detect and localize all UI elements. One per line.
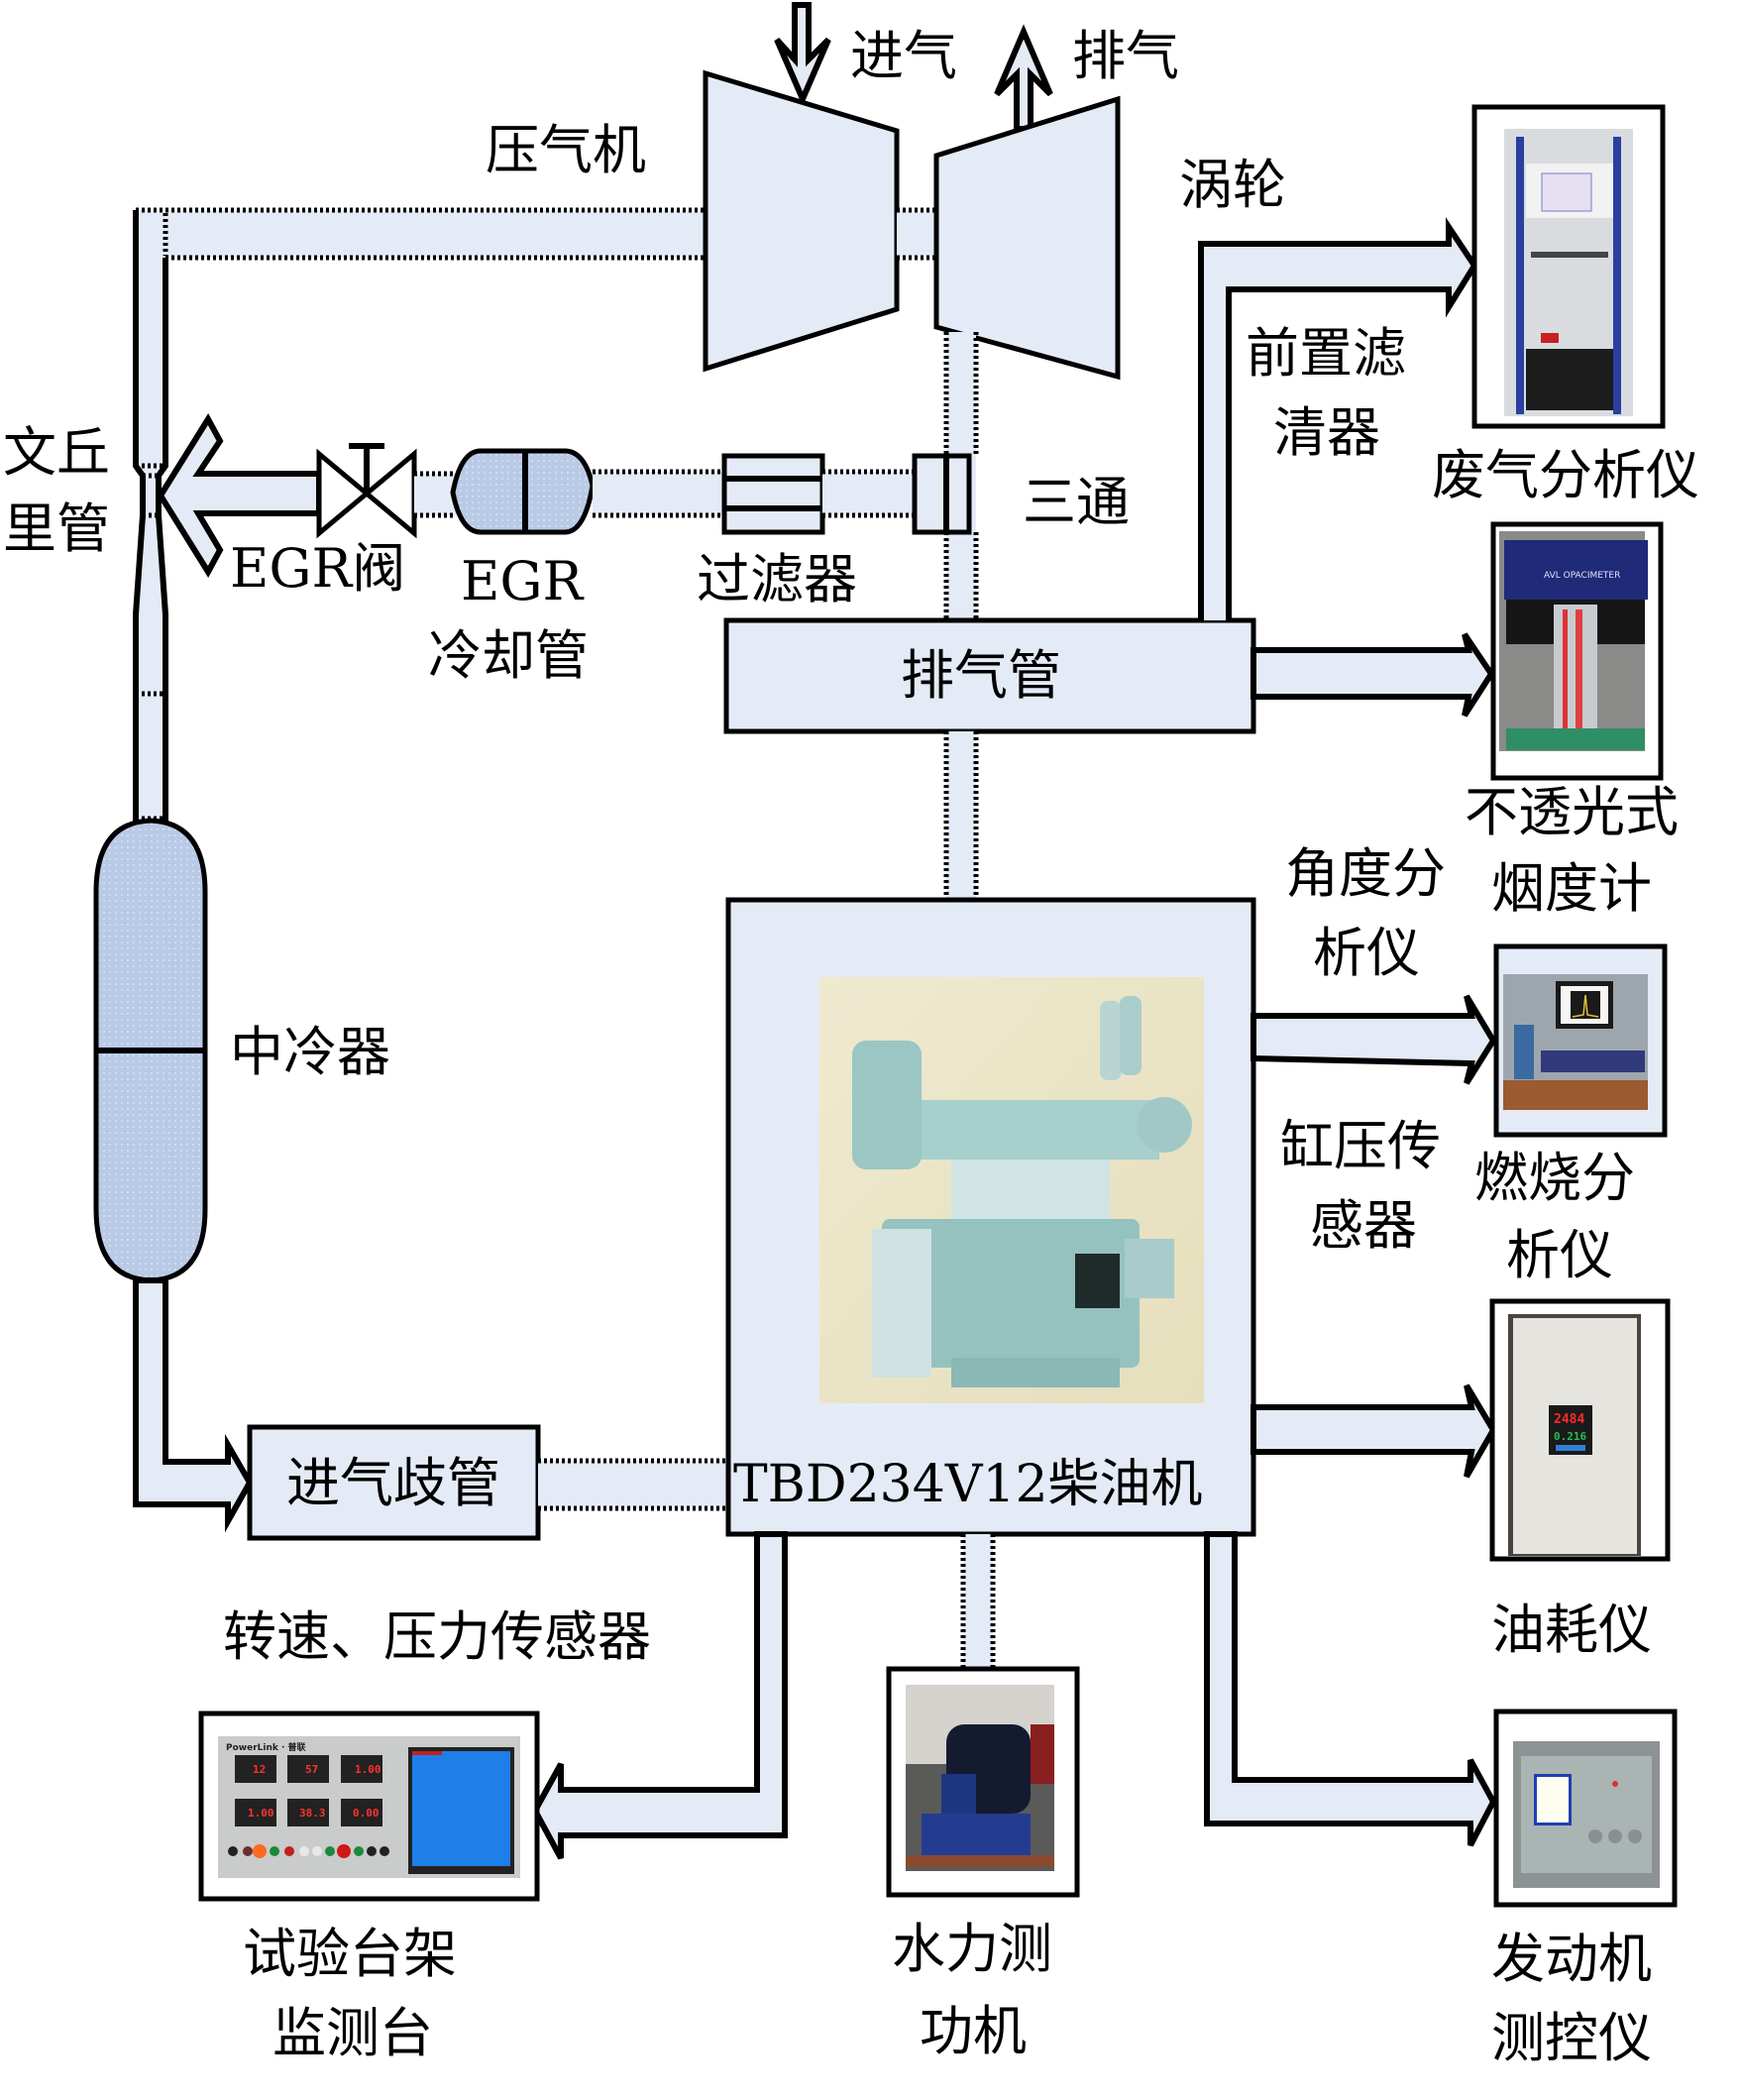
egr-inlet-arrow [157, 413, 322, 578]
bench-monitor-buttons [228, 1844, 389, 1858]
compressor [703, 69, 900, 373]
bench-monitor-label-line2: 监测台 [272, 2002, 433, 2064]
dynamometer-label-line2: 功机 [920, 2000, 1027, 2062]
egr-cooler-label-line2: 冷却管 [428, 624, 589, 687]
tee-label: 三通 [1023, 471, 1130, 533]
gas-analyzer-label: 废气分析仪 [1432, 444, 1699, 506]
arrow-to-smoke-meter [1251, 632, 1495, 718]
combustion-analyzer-label-line2: 析仪 [1506, 1224, 1613, 1286]
smoke-meter-photo-text: AVL OPACIMETER [1544, 571, 1620, 581]
egr-valve-label: EGR阀 [230, 537, 405, 600]
engine-controller-label-line2: 测控仪 [1491, 2007, 1652, 2069]
egr-pipe-segment-3 [822, 469, 915, 518]
fuel-meter-display-red: 2484 [1554, 1412, 1584, 1427]
venturi-label-line1: 文丘 [3, 421, 110, 484]
egr-valve [316, 443, 417, 539]
turbine [933, 95, 1121, 381]
engine-label: TBD234V12柴油机 [733, 1455, 1203, 1514]
engine-controller [1493, 1709, 1678, 1908]
dynamometer [886, 1666, 1080, 1898]
intercooler-to-manifold-pipe [133, 1277, 254, 1533]
manifold-to-engine-pipe [538, 1458, 728, 1511]
turbine-label: 涡轮 [1179, 154, 1286, 216]
exhaust-to-engine-pipe [943, 731, 979, 900]
bench-display-1: 12 [253, 1763, 266, 1776]
angle-analyzer-label-line1: 角度分 [1285, 842, 1446, 905]
fuel-meter: 2484 0.216 [1489, 1298, 1671, 1562]
bench-display-6: 0.00 [353, 1807, 380, 1820]
smoke-meter: AVL OPACIMETER [1490, 521, 1664, 781]
pre-filter-label-line1: 前置滤 [1246, 322, 1406, 385]
angle-analyzer-label-line2: 析仪 [1313, 922, 1420, 984]
arrow-to-combustion-analyzer [1251, 994, 1497, 1085]
combustion-analyzer-label-line1: 燃烧分 [1474, 1147, 1635, 1209]
intake-arrow [774, 2, 831, 107]
engine-controller-label-line1: 发动机 [1491, 1928, 1652, 1990]
bench-monitor-displays: 12 57 1.00 1.00 38.3 0.00 [235, 1755, 382, 1826]
intercooler-label: 中冷器 [230, 1021, 390, 1083]
intercooler [93, 818, 208, 1283]
engine-to-dynamometer-shaft [960, 1534, 996, 1669]
bench-display-3: 1.00 [355, 1763, 381, 1776]
combustion-analyzer [1493, 943, 1668, 1138]
bench-display-5: 38.3 [299, 1807, 326, 1820]
arrow-to-engine-controller [1204, 1531, 1497, 1847]
venturi-label-line2: 里管 [3, 497, 110, 560]
compressor-label: 压气机 [486, 119, 646, 181]
smoke-meter-label-line2: 烟度计 [1491, 857, 1652, 920]
exhaust-pipe-label: 排气管 [901, 644, 1061, 707]
tee-junction [912, 453, 972, 535]
bench-display-4: 1.00 [248, 1807, 274, 1820]
smoke-meter-label-line1: 不透光式 [1465, 781, 1679, 843]
dynamometer-label-line1: 水力测 [892, 1918, 1052, 1980]
engine-photo [819, 977, 1204, 1403]
egr-pipe-segment-1 [414, 471, 456, 518]
bench-monitor-label-line1: 试验台架 [243, 1923, 457, 1985]
pre-filter-label-line2: 清器 [1273, 401, 1380, 464]
intake-manifold-label: 进气歧管 [286, 1452, 500, 1514]
exhaust-arrow [994, 24, 1053, 132]
cylinder-pressure-sensor-label-line2: 感器 [1310, 1194, 1417, 1257]
egr-pipe-segment-2 [593, 469, 724, 518]
egr-cooler-label-line1: EGR [461, 550, 585, 612]
fuel-meter-label: 油耗仪 [1491, 1599, 1652, 1661]
arrow-to-bench-monitor [531, 1531, 788, 1860]
cylinder-pressure-sensor-label-line1: 缸压传 [1280, 1115, 1441, 1177]
compressed-air-pipe [133, 207, 708, 418]
turbo-shaft [897, 207, 938, 261]
arrow-to-fuel-meter [1251, 1383, 1497, 1479]
egr-filter [721, 453, 825, 535]
exhaust-label: 排气 [1072, 25, 1179, 87]
venturi-tube [133, 416, 168, 823]
fuel-meter-display-green: 0.216 [1554, 1430, 1586, 1443]
intake-label: 进气 [850, 25, 957, 87]
egr-cooler [450, 448, 596, 535]
gas-analyzer [1471, 104, 1666, 429]
speed-pressure-sensor-label: 转速、压力传感器 [223, 1605, 651, 1668]
filter-label: 过滤器 [697, 548, 857, 610]
bench-monitor-brand: PowerLink · 普联 [226, 1741, 307, 1753]
bench-monitor: PowerLink · 普联 12 57 1.00 1.00 38.3 0.00 [198, 1711, 540, 1902]
bench-display-2: 57 [305, 1763, 318, 1776]
bench-monitor-screen [412, 1751, 510, 1866]
